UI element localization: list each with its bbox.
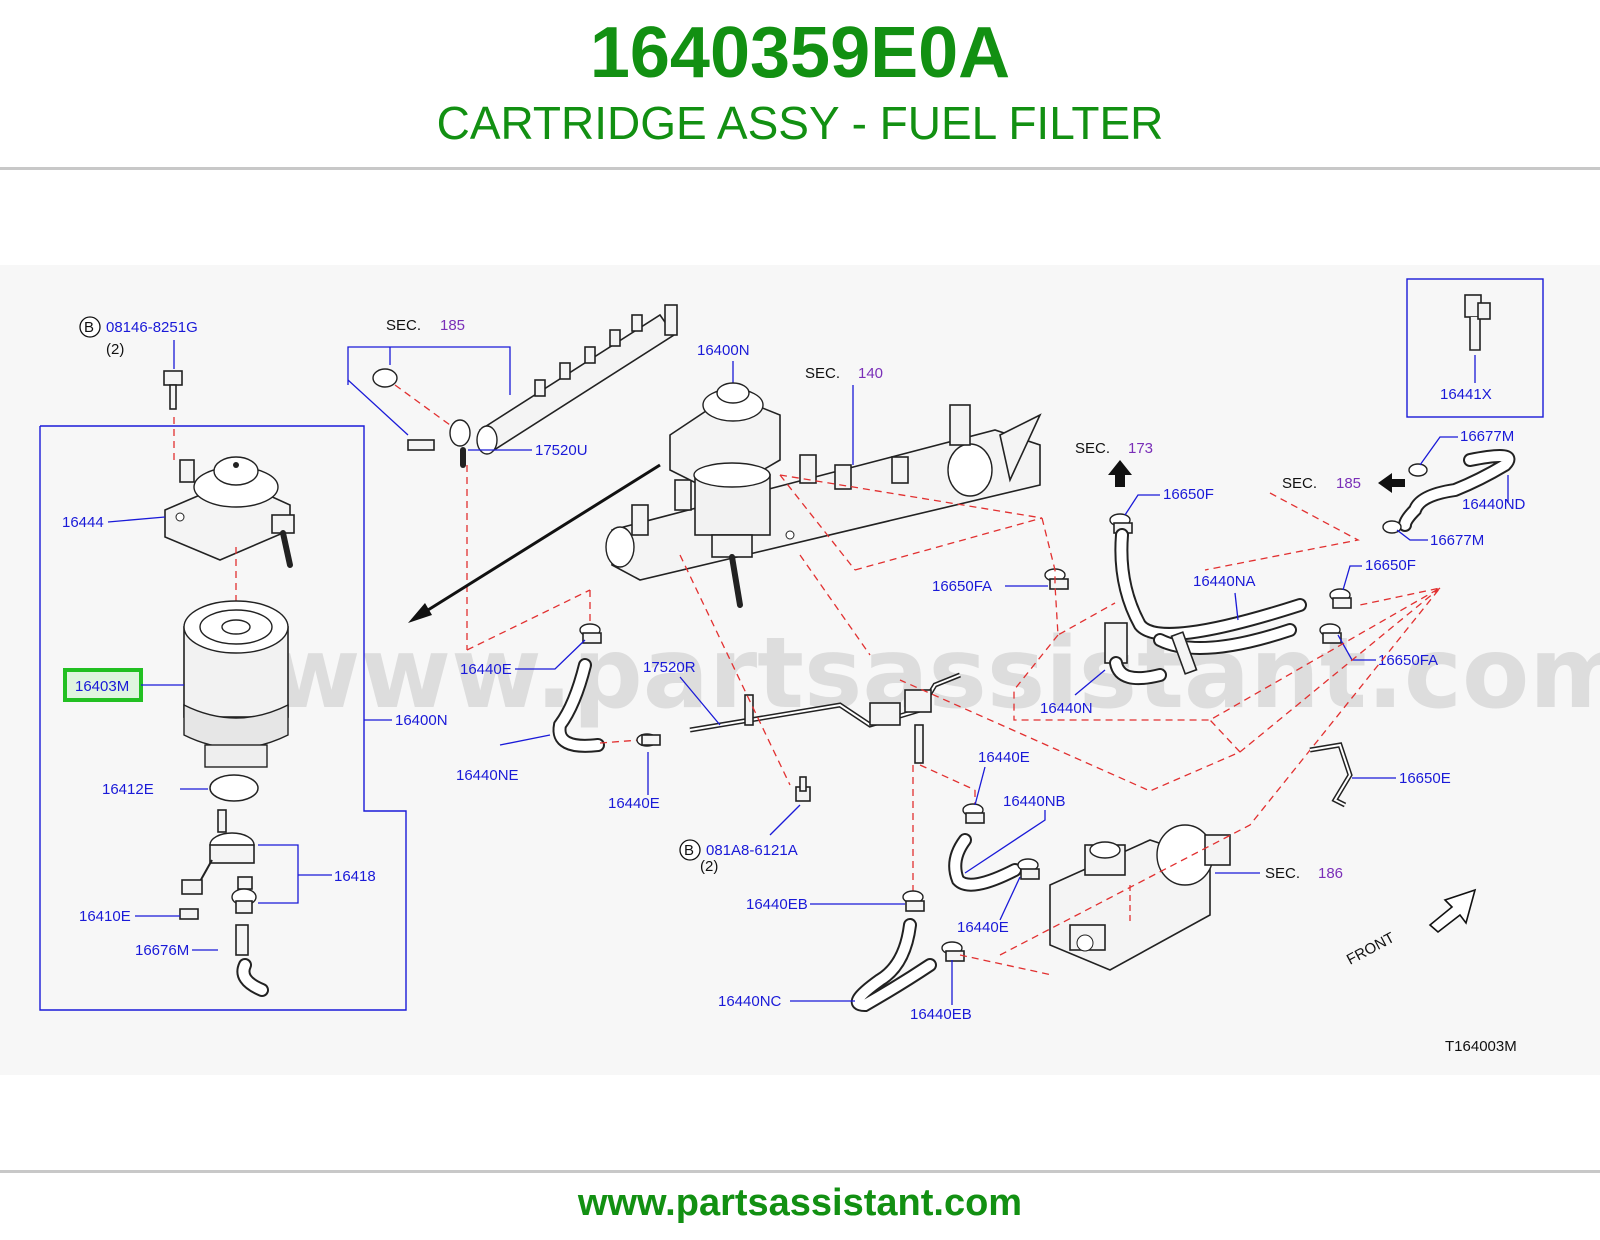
label-16440nb[interactable]: 16440NB [1003, 793, 1066, 810]
diagram-code: T164003M [1445, 1038, 1517, 1055]
clamp-16650f-b [1329, 588, 1352, 609]
label-16418[interactable]: 16418 [334, 868, 376, 885]
label-16676m[interactable]: 16676M [135, 942, 189, 959]
sec-185-prefix: SEC. [386, 317, 421, 334]
label-16412e[interactable]: 16412E [102, 781, 154, 798]
label-16650f-a[interactable]: 16650F [1163, 486, 1214, 503]
clamp-16440e-a [579, 623, 602, 644]
filter-assembly-box [39, 425, 407, 1011]
bolt-marker-b: B [84, 319, 94, 336]
clip-16441x [1464, 294, 1491, 351]
label-16440nd[interactable]: 16440ND [1462, 496, 1526, 513]
sec-186-number[interactable]: 186 [1318, 865, 1343, 882]
label-16403m[interactable]: 16403M [75, 678, 129, 695]
label-16444[interactable]: 16444 [62, 514, 104, 531]
label-081a8-6121a[interactable]: 081A8-6121A [706, 842, 798, 859]
clamp-16440eb-b [941, 941, 965, 962]
hose-16676m [235, 924, 249, 956]
label-16650fa-b[interactable]: 16650FA [1378, 652, 1438, 669]
label-16440e-d[interactable]: 16440E [957, 919, 1009, 936]
label-16440eb-b[interactable]: 16440EB [910, 1006, 972, 1023]
sec-186-prefix: SEC. [1265, 865, 1300, 882]
clamp-16677m-a [1408, 463, 1428, 477]
front-arrow-icon [1428, 888, 1477, 934]
label-16440e-a[interactable]: 16440E [460, 661, 512, 678]
clip-16650e [1309, 742, 1353, 808]
clamp-16440e-c [962, 803, 985, 824]
qty-081a8-6121a: (2) [700, 858, 718, 875]
watermark: www.partsassistant.com [270, 617, 1600, 731]
direction-arrow [419, 463, 661, 617]
label-16440eb-a[interactable]: 16440EB [746, 896, 808, 913]
fuel-rail-part [372, 304, 678, 468]
label-17520u[interactable]: 17520U [535, 442, 588, 459]
bolt-marker-b-2: B [684, 842, 694, 859]
clip-16410e [179, 908, 199, 920]
label-16677m-a[interactable]: 16677M [1460, 428, 1514, 445]
sec-140-prefix: SEC. [805, 365, 840, 382]
clamp-16440eb-a [902, 890, 925, 912]
label-16677m-b[interactable]: 16677M [1430, 532, 1484, 549]
footer-url[interactable]: www.partsassistant.com [577, 1182, 1023, 1224]
label-16441x[interactable]: 16441X [1440, 386, 1492, 403]
label-16650e[interactable]: 16650E [1399, 770, 1451, 787]
sec-173-number[interactable]: 173 [1128, 440, 1153, 457]
sec-173-arrow [1108, 460, 1132, 487]
bolt-081a8-6121a: B 081A8-6121A (2) [679, 776, 811, 875]
clamp-16677m-b [1382, 520, 1402, 534]
sec-140-number[interactable]: 140 [858, 365, 883, 382]
label-16440e-b[interactable]: 16440E [608, 795, 660, 812]
sec-185-right-arrow [1378, 473, 1405, 493]
pipe-16440n [1104, 622, 1198, 685]
label-17520r[interactable]: 17520R [643, 659, 696, 676]
label-16440na[interactable]: 16440NA [1193, 573, 1256, 590]
label-08146-8251g[interactable]: 08146-8251G [106, 319, 198, 336]
sec-185-right-prefix: SEC. [1282, 475, 1317, 492]
o-ring-16412e [209, 774, 259, 802]
label-16650fa-a[interactable]: 16650FA [932, 578, 992, 595]
clamp-16650fa-a [1044, 568, 1069, 590]
injection-pump-part [1049, 824, 1231, 971]
filter-head-16444 [164, 456, 295, 568]
filter-assembly-16400n [669, 382, 781, 608]
direction-arrowhead [408, 603, 432, 623]
qty-08146-8251g: (2) [106, 341, 124, 358]
clamp-16650fa-b [1319, 623, 1342, 644]
label-16400n-box[interactable]: 16400N [395, 712, 448, 729]
parts-diagram: www.partsassistant.com B 08146-8251G (2)… [0, 265, 1600, 1075]
label-16410e[interactable]: 16410E [79, 908, 131, 925]
sec-173-prefix: SEC. [1075, 440, 1110, 457]
header-divider [0, 167, 1600, 170]
label-16440e-c[interactable]: 16440E [978, 749, 1030, 766]
label-16440ne[interactable]: 16440NE [456, 767, 519, 784]
clamp-16440e-b [636, 733, 661, 747]
label-16400n-top[interactable]: 16400N [697, 342, 750, 359]
fuel-filter-cartridge-16403m [183, 600, 289, 768]
part-number-heading: 1640359E0A [589, 13, 1011, 93]
sensor-16418 [181, 809, 257, 914]
part-name-heading: CARTRIDGE ASSY - FUEL FILTER [436, 97, 1164, 149]
label-16650f-b[interactable]: 16650F [1365, 557, 1416, 574]
clamp-16440e-d [1017, 858, 1040, 880]
label-16440n[interactable]: 16440N [1040, 700, 1093, 717]
bolt-08146-8251g: B 08146-8251G (2) [79, 316, 198, 410]
highlight-16403m [63, 668, 143, 702]
footer-divider [0, 1170, 1600, 1173]
sec-185-right-number[interactable]: 185 [1336, 475, 1361, 492]
label-16440nc[interactable]: 16440NC [718, 993, 782, 1010]
sec-185-number[interactable]: 185 [440, 317, 465, 334]
